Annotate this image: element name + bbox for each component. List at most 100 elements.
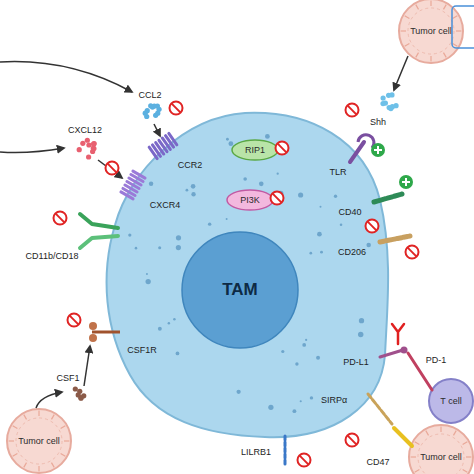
sirpa-receptor: [368, 394, 392, 424]
vesicle-dot: [316, 356, 320, 360]
node-text: TAM: [222, 280, 258, 300]
tumor-cell-texture: [416, 53, 419, 58]
tumor-cell-texture: [426, 431, 429, 436]
vesicle-dot: [176, 235, 181, 240]
macrophage-body: [107, 113, 389, 437]
tumor-cell-texture: [24, 463, 27, 468]
inhibit-symbol: [346, 434, 359, 447]
tumor-cell-texture: [405, 16, 410, 19]
antibody-symbol: [392, 324, 404, 344]
molecule-label: TLR: [329, 167, 346, 177]
ligand-dot: [76, 392, 81, 397]
tumor-cell-texture: [16, 418, 62, 464]
inhibit-symbol: [106, 162, 119, 175]
vesicle-dot: [135, 247, 138, 250]
node-text: PI3K: [240, 195, 260, 205]
inhibit-symbol: [346, 104, 359, 117]
ligand-dot: [92, 141, 97, 146]
vesicle-dot: [310, 396, 313, 399]
activate-symbol: [399, 175, 413, 189]
binding-arrow: [84, 346, 90, 386]
inhibit-symbol: [170, 102, 183, 115]
cd47-ligand: [394, 428, 412, 446]
cell-node: Tumor cell: [398, 0, 464, 64]
tumor-cell-texture: [440, 427, 441, 432]
tumor-cell-texture: [38, 411, 39, 416]
vesicle-dot: [309, 252, 312, 255]
molecule-label: CD11b/CD18: [26, 251, 79, 261]
vesicle-dot: [358, 332, 363, 337]
tumor-cell-texture: [466, 456, 471, 457]
binding-arrow: [98, 160, 122, 178]
vesicle-dot: [265, 134, 270, 139]
inhibit-symbol: [107, 163, 116, 172]
ligand-dot: [77, 147, 82, 152]
tumor-cell-texture: [51, 463, 54, 468]
inhibit-symbol: [298, 454, 311, 467]
tumor-cell-texture: [418, 434, 464, 474]
molecule-label: CCR2: [178, 160, 203, 170]
vesicle-dot: [320, 251, 323, 254]
activate-symbol: [402, 178, 410, 186]
molecule-label: CD206: [338, 247, 366, 257]
tumor-cell-texture: [13, 426, 18, 429]
ligand-dot: [86, 154, 91, 159]
ligand-dot: [153, 113, 158, 118]
ligand-dot: [152, 103, 157, 108]
vesicle-dot: [340, 223, 343, 226]
signal-oval: [227, 190, 273, 210]
activate-symbol: [371, 143, 385, 157]
tumor-cell-texture: [463, 442, 468, 445]
nucleus: [182, 232, 298, 348]
tumor-cell-texture: [405, 43, 410, 46]
inhibit-symbol: [54, 212, 67, 225]
integrin-symbol: [80, 214, 118, 228]
node-outline: [408, 424, 474, 474]
ligand-dot: [383, 100, 388, 105]
vesicle-dot: [146, 279, 151, 284]
molecule-label: CXCR4: [150, 200, 181, 210]
vesicle-dot: [302, 343, 306, 347]
activate-symbol: [374, 146, 382, 154]
inhibit-symbol: [346, 104, 359, 117]
vesicle-dot: [173, 318, 176, 321]
vesicle-dot: [191, 192, 195, 196]
vesicle-dot: [295, 362, 298, 365]
ligand-dot: [91, 146, 96, 151]
inhibit-symbol: [69, 315, 78, 324]
ligand-dot: [85, 138, 90, 143]
vesicle-dot: [298, 192, 303, 197]
macrophage-cell: TAM RIP1PI3K: [95, 105, 395, 445]
cell-node: T cell: [428, 378, 474, 424]
vesicle-dot: [243, 177, 247, 181]
inhibit-symbol: [298, 454, 311, 467]
inhibit-symbol: [68, 314, 81, 327]
vesicle-dot: [128, 234, 131, 237]
tumor-cell-texture: [411, 456, 416, 457]
vesicle-dot: [359, 318, 364, 323]
ligand-dot: [390, 104, 395, 109]
vesicle-dot: [168, 322, 170, 324]
vesicle-dot: [226, 138, 229, 141]
node-text: Tumor cell: [420, 452, 462, 462]
inhibit-symbol: [347, 105, 356, 114]
vesicle-dot: [317, 232, 322, 237]
ligand-dot: [86, 142, 91, 147]
tumor-cell-texture: [443, 5, 446, 10]
vesicle-dot: [226, 218, 228, 220]
molecule-label: SIRPα: [321, 395, 347, 405]
molecule-label: CSF1: [56, 373, 79, 383]
ligand-dot: [155, 111, 160, 116]
signal-node: PI3K: [226, 189, 274, 211]
molecule-label: CSF1R: [127, 345, 157, 355]
tumor-cell-texture: [61, 426, 66, 429]
node-text: RIP1: [245, 145, 265, 155]
csf1r-receptor: [89, 322, 97, 330]
vesicle-dot: [268, 405, 273, 410]
vesicle-dot: [277, 173, 279, 175]
tumor-cell-texture: [24, 415, 27, 420]
tumor-cell-texture: [415, 469, 420, 472]
vesicle-dot: [146, 273, 148, 275]
ligand-dot: [77, 389, 82, 394]
